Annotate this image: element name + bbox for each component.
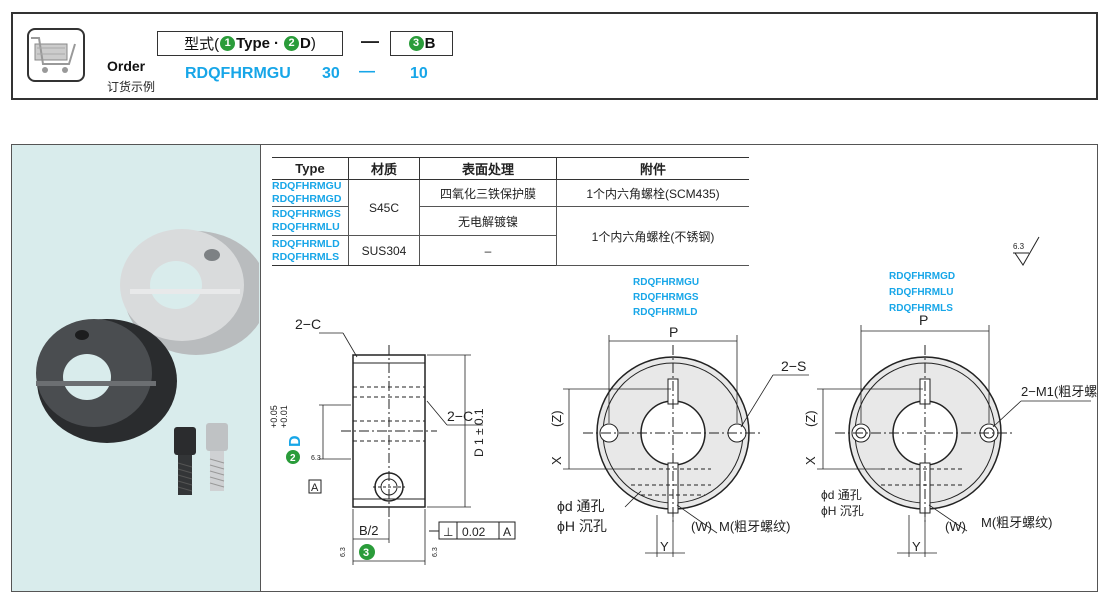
- cart-icon: [27, 28, 85, 82]
- number-1-badge: 1: [220, 36, 236, 51]
- right-type-label: RDQFHRMGD: [889, 271, 955, 282]
- center-front-view-drawing: [563, 335, 809, 557]
- x-label-right: X: [803, 456, 818, 465]
- header-dash: —: [361, 31, 379, 51]
- table-row: RDQFHRMGS RDQFHRMLU 无电解镀镍 1个内六角螺栓(不锈钢): [272, 206, 749, 266]
- type-cell: RDQFHRMLD RDQFHRMLS: [272, 235, 349, 266]
- center-type-label: RDQFHRMGU: [633, 277, 699, 288]
- d-label: D: [287, 435, 304, 447]
- roughness-bottom-left: 6.3: [340, 547, 347, 557]
- right-type-label: RDQFHRMLS: [889, 303, 953, 314]
- black-bolt-image: [174, 427, 196, 495]
- b-number-badge: 3: [363, 547, 369, 559]
- spec-table: Type 材质 表面处理 附件 RDQFHRMGU RDQFHRMGD S45C…: [272, 157, 749, 266]
- accessory-cell: 1个内六角螺栓(SCM435): [556, 179, 749, 207]
- silver-collar-image: [120, 229, 268, 355]
- number-2-badge: 2: [284, 36, 300, 51]
- order-label: Order: [107, 58, 146, 74]
- order-example-box: Order 订货示例 型式( 1 Type · 2 D ) — 3 B RDQF…: [11, 12, 1098, 100]
- z-label: (Z): [549, 410, 564, 427]
- perpendicularity-frame: [429, 521, 516, 540]
- type-d-header-box: 型式( 1 Type · 2 D ): [157, 31, 343, 56]
- right-type-label: RDQFHRMLU: [889, 287, 953, 298]
- phi-d-label-right: ϕd 通孔: [821, 488, 862, 502]
- center-type-label: RDQFHRMLD: [633, 307, 697, 318]
- product-photo: [12, 145, 268, 591]
- side-view-drawing: [319, 332, 483, 565]
- table-row: RDQFHRMGU RDQFHRMGD S45C 四氧化三铁保护膜 1个内六角螺…: [272, 179, 749, 236]
- perpendicularity-datum: A: [503, 525, 511, 539]
- surface-cell: 无电解镀镍: [419, 206, 557, 236]
- technical-drawing: 6.3: [269, 236, 1097, 565]
- black-collar-image: [36, 319, 177, 443]
- type-header-prefix: 型式(: [184, 36, 220, 53]
- right-front-view-drawing: [817, 325, 1091, 557]
- material-cell: S45C: [348, 179, 420, 236]
- type-code: RDQFHRMLU: [272, 221, 340, 233]
- order-value-dash: —: [359, 63, 375, 80]
- m1-label: 2−M1(粗牙螺纹): [1021, 384, 1097, 399]
- p-label: P: [669, 324, 678, 340]
- perpendicularity-symbol: ⊥: [443, 525, 453, 539]
- table-row: RDQFHRMLD RDQFHRMLS SUS304 –: [272, 235, 749, 266]
- d1-label: D 1 ± 0.1: [472, 408, 486, 457]
- material-cell: SUS304: [348, 235, 420, 266]
- header-type: Type: [272, 157, 349, 180]
- tolerance-plus: +0.05: [269, 405, 279, 428]
- type-header-suffix: ): [310, 35, 316, 52]
- type-cell: RDQFHRMGS RDQFHRMLU: [272, 206, 349, 236]
- m-label-right: M(粗牙螺纹): [981, 515, 1053, 530]
- roughness-side: 6.3: [311, 455, 321, 462]
- center-type-label: RDQFHRMGS: [633, 292, 699, 303]
- silver-bolt-image: [206, 423, 228, 491]
- order-value-d: 30: [322, 65, 340, 82]
- phi-d-label: ϕd 通孔: [557, 498, 605, 514]
- perpendicularity-value: 0.02: [462, 525, 486, 539]
- w-label: (W): [691, 519, 712, 534]
- z-label-right: (Z): [803, 410, 818, 427]
- y-label-right: Y: [912, 539, 921, 554]
- tolerance-minus: +0.01: [279, 405, 289, 428]
- order-sublabel: 订货示例: [107, 80, 156, 94]
- table-header-row: Type 材质 表面处理 附件: [272, 157, 749, 180]
- b2-label: B/2: [359, 523, 379, 538]
- type-cell: RDQFHRMGU RDQFHRMGD: [272, 179, 349, 207]
- surface-cell: 四氧化三铁保护膜: [419, 179, 557, 207]
- type-header-separator: ·: [274, 35, 280, 52]
- p-label-right: P: [919, 312, 928, 328]
- type-code: RDQFHRMLD: [272, 237, 340, 250]
- phi-h-label-right: ϕH 沉孔: [821, 504, 864, 518]
- s-label: 2−S: [781, 358, 806, 374]
- type-code: RDQFHRMGU: [272, 180, 342, 192]
- product-detail-panel: Type 材质 表面处理 附件 RDQFHRMGU RDQFHRMGD S45C…: [11, 144, 1098, 592]
- type-code: RDQFHRMGD: [272, 193, 342, 205]
- header-surface: 表面处理: [419, 157, 557, 180]
- roughness-label: 6.3: [1013, 242, 1025, 251]
- order-value-type: RDQFHRMGU: [185, 65, 291, 82]
- roughness-bottom-right: 6.3: [432, 547, 439, 557]
- accessory-cell: 1个内六角螺栓(不锈钢): [556, 206, 749, 266]
- label-2c-mid: 2−C: [447, 408, 473, 424]
- b-header-b: B: [424, 35, 436, 52]
- header-material: 材质: [348, 157, 420, 180]
- type-header-type: Type: [236, 35, 271, 52]
- y-label: Y: [660, 539, 669, 554]
- b-header-box: 3 B: [390, 31, 453, 56]
- header-accessory: 附件: [556, 157, 749, 180]
- surface-cell: –: [419, 235, 557, 266]
- w-label-right: (W): [945, 519, 966, 534]
- x-label: X: [549, 456, 564, 465]
- phi-h-label: ϕH 沉孔: [557, 518, 607, 534]
- type-header-d: D: [300, 35, 311, 52]
- order-value-b: 10: [410, 65, 428, 82]
- d-number-badge: 2: [290, 453, 296, 464]
- m-label: M(粗牙螺纹): [719, 519, 791, 534]
- datum-a-label: A: [311, 482, 319, 494]
- type-code: RDQFHRMGS: [272, 208, 341, 220]
- type-code: RDQFHRMLS: [272, 250, 340, 263]
- number-3-badge: 3: [408, 36, 424, 51]
- label-2c-top: 2−C: [295, 316, 321, 332]
